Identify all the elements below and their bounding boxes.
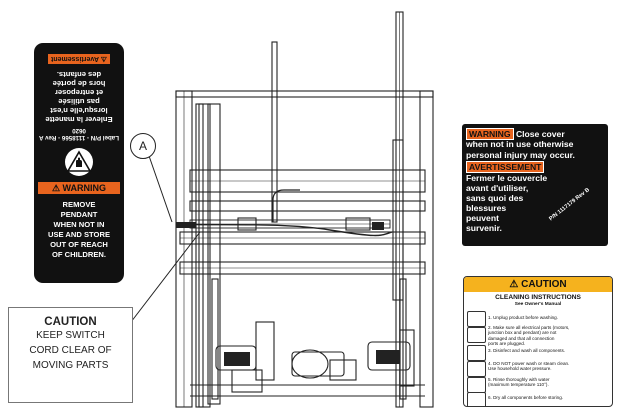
no-plug-icon [467,311,486,327]
disinfect-icon [467,345,486,361]
center-motor [291,349,329,379]
right-motor [367,341,411,371]
french-warning-section: Label P/N - 1118566 - Rev A 0620 Enlever… [34,49,124,141]
english-warning-header: ⚠ WARNING [38,182,120,194]
switch-cord-caution: CAUTION KEEP SWITCH CORD CLEAR OF MOVING… [8,307,133,403]
callout-a: A [130,133,156,159]
caution-title: CAUTION [44,316,97,328]
right-post [419,90,434,408]
cover-warning-label: WARNING Close cover when not in use othe… [462,124,608,246]
cleaning-instructions-label: ⚠ CAUTION CLEANING INSTRUCTIONS See Owne… [463,276,613,407]
hand-warning-icon [65,148,93,176]
french-warning-header: ⚠ Avertissement [48,54,110,64]
electrical-parts-icon [467,327,486,343]
dry-icon [467,392,486,406]
pendant-warning-label: Label P/N - 1118566 - Rev A 0620 Enlever… [34,43,124,283]
english-warning-body: REMOVE PENDANT WHEN NOT IN USE AND STORE… [47,200,111,259]
no-power-wash-icon [467,361,486,377]
rinse-icon [467,377,486,393]
french-warning-body: Enlever la manette lorsqu'elle n'est pas… [45,70,113,124]
avertissement-tag: AVERTISSEMENT [466,161,545,173]
cleaning-subtitle: See Owner's Manual [514,302,562,307]
cleaning-title: CLEANING INSTRUCTIONS [495,294,581,301]
french-part-number: Label P/N - 1118566 - Rev A 0620 [39,127,119,141]
cleaning-caution-header: ⚠ CAUTION [464,277,612,292]
top-rail [175,90,434,98]
